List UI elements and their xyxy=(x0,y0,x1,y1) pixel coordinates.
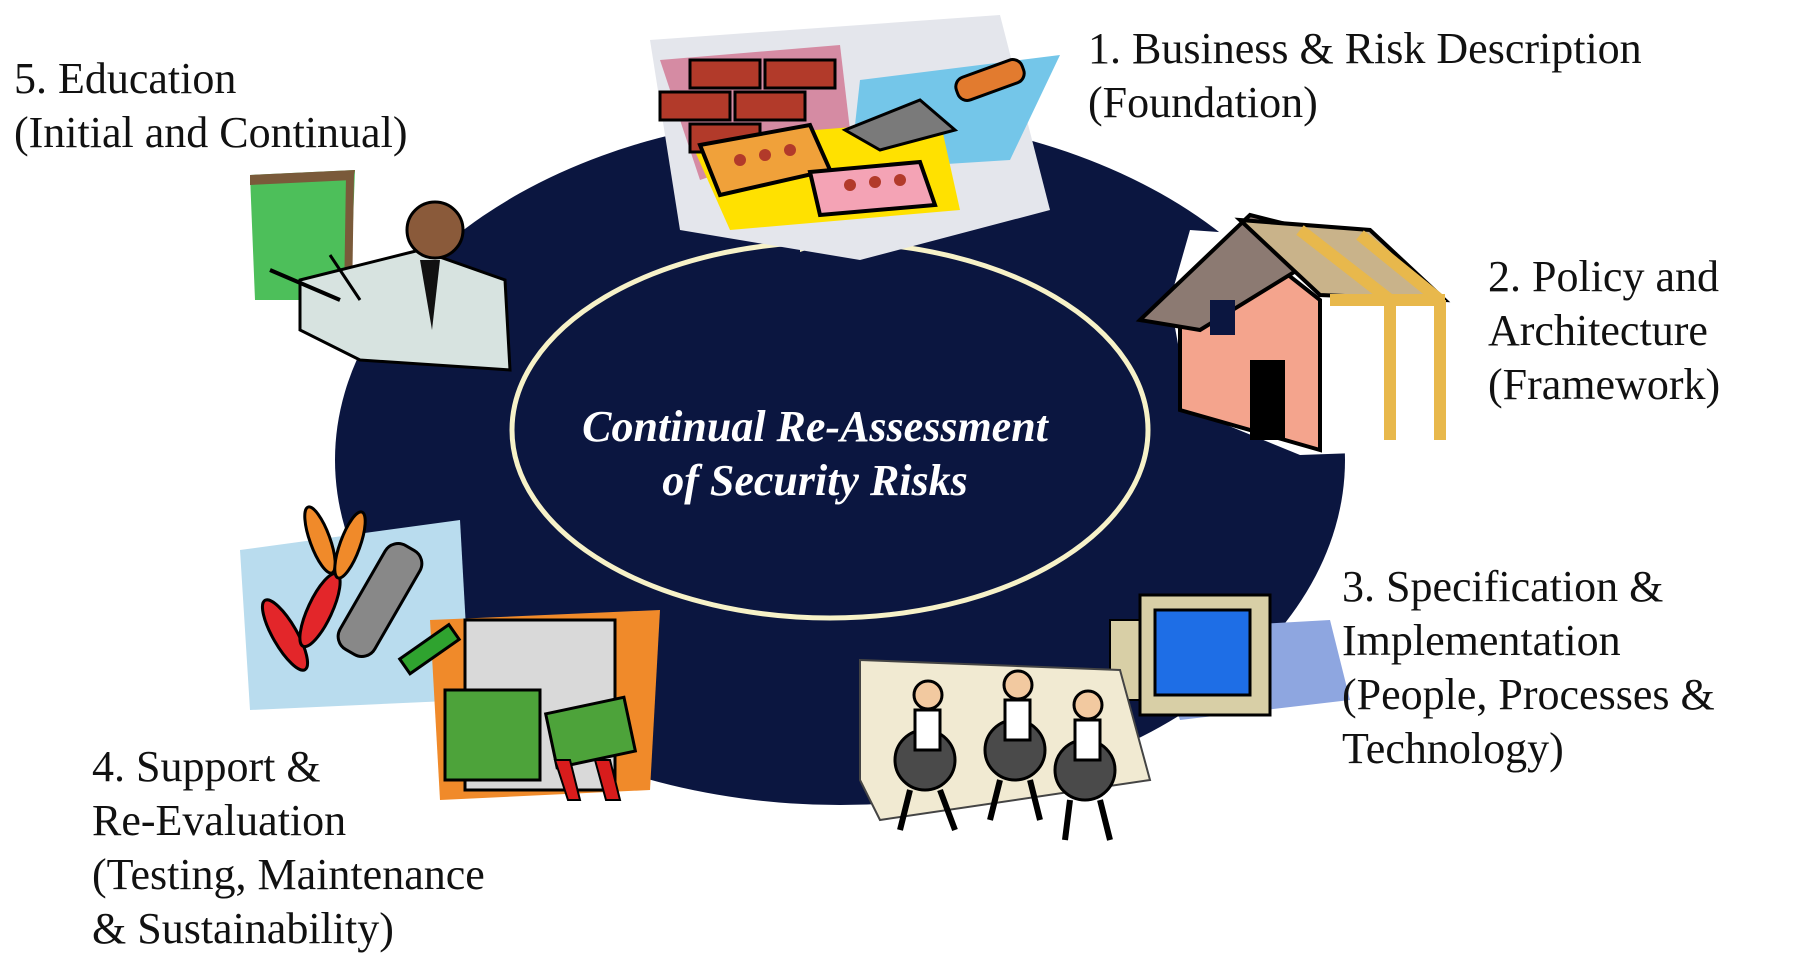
step3-label: 3. Specification & Implementation (Peopl… xyxy=(1342,560,1715,776)
step4-subtitle: (Testing, Maintenance xyxy=(92,850,485,899)
center-title-line1: Continual Re-Assessment xyxy=(582,402,1048,451)
step4-title-cont: Re-Evaluation xyxy=(92,796,347,845)
step3-subtitle-cont: Technology) xyxy=(1342,724,1564,773)
step3-subtitle: (People, Processes & xyxy=(1342,670,1715,719)
step3-title-cont: Implementation xyxy=(1342,616,1621,665)
people-gears-computer-icon xyxy=(859,593,1350,841)
center-title-line2: of Security Risks xyxy=(662,456,968,505)
tools-circuit-board-icon xyxy=(240,505,660,801)
step1-title: 1. Business & Risk Description xyxy=(1088,24,1642,73)
step5-subtitle: (Initial and Continual) xyxy=(14,108,408,157)
step2-label: 2. Policy and Architecture (Framework) xyxy=(1488,250,1720,412)
step1-subtitle: (Foundation) xyxy=(1088,78,1318,127)
step4-label: 4. Support & Re-Evaluation (Testing, Mai… xyxy=(92,740,485,956)
bricks-trowel-icon xyxy=(650,15,1060,260)
house-framework-icon xyxy=(1135,212,1451,455)
step3-title: 3. Specification & xyxy=(1342,562,1664,611)
step1-label: 1. Business & Risk Description (Foundati… xyxy=(1088,22,1642,130)
center-title: Continual Re-Assessment of Security Risk… xyxy=(505,400,1125,508)
step4-subtitle-cont: & Sustainability) xyxy=(92,904,394,953)
step2-title-cont: Architecture xyxy=(1488,306,1708,355)
step5-label: 5. Education (Initial and Continual) xyxy=(14,52,407,160)
step2-subtitle: (Framework) xyxy=(1488,360,1721,409)
step5-title: 5. Education xyxy=(14,54,237,103)
step2-title: 2. Policy and xyxy=(1488,252,1719,301)
step4-title: 4. Support & xyxy=(92,742,321,791)
teacher-presenting-icon xyxy=(250,170,512,372)
